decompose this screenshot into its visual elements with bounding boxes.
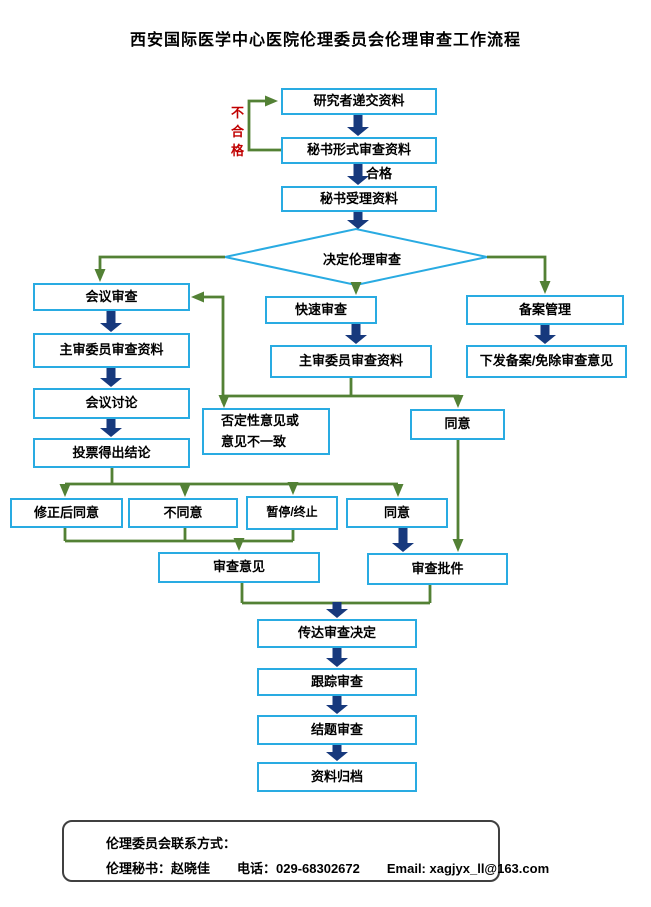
node-negative-opinion: 否定性意见或 意见不一致 [202,408,330,455]
node-chief-review-left: 主审委员审查资料 [33,333,190,368]
page-title: 西安国际医学中心医院伦理委员会伦理审查工作流程 [129,32,521,49]
node-agree-bottom: 同意 [346,498,448,528]
contact-title: 伦理委员会联系方式： [106,836,237,851]
contact-secretary: 伦理秘书：赵晓佳 [106,861,211,876]
contact-box: 伦理委员会联系方式： 伦理秘书：赵晓佳 电话：029-68302672 Email:… [62,820,549,882]
node-fast-review: 快速审查 [265,296,377,324]
node-researcher-submit: 研究者递交资料 [281,88,437,115]
node-conclusion-review: 结题审查 [257,715,417,745]
qualified-label: 合格 [366,166,393,181]
node-issue-filing: 下发备案/免除审查意见 [466,345,627,378]
node-disagree: 不同意 [128,498,238,528]
node-meeting-review: 会议审查 [33,283,190,311]
unqualified-label: 不合格 [230,105,244,158]
node-secretary-accept: 秘书受理资料 [281,186,437,212]
node-filing-management: 备案管理 [466,295,624,325]
node-meeting-discussion: 会议讨论 [33,388,190,419]
contact-row: 伦理秘书：赵晓佳 电话：029-68302672 Email: xagjyx_ll@… [106,858,549,877]
negative-opinion-line1: 否定性意见或 [221,413,300,429]
node-suspend-terminate: 暂停/终止 [246,496,338,530]
node-chief-review-mid: 主审委员审查资料 [270,345,432,378]
node-review-approval: 审查批件 [367,553,508,585]
node-decide-review-label: 决定伦理审查 [322,252,401,267]
negative-opinion-line2: 意见不一致 [221,433,287,449]
node-vote-conclusion: 投票得出结论 [33,438,190,468]
node-communicate-decision: 传达审查决定 [257,619,417,648]
node-agree-mid: 同意 [410,409,505,440]
contact-phone: 电话：029-68302672 [237,861,360,876]
contact-email: Email: xagjyx_ll@163.com [386,861,550,876]
node-follow-up-review: 跟踪审查 [257,668,417,696]
node-review-opinion: 审查意见 [158,552,320,583]
node-secretary-format-review: 秘书形式审查资料 [281,137,437,164]
node-approve-after-revision: 修正后同意 [10,498,123,528]
node-archive: 资料归档 [257,762,417,792]
